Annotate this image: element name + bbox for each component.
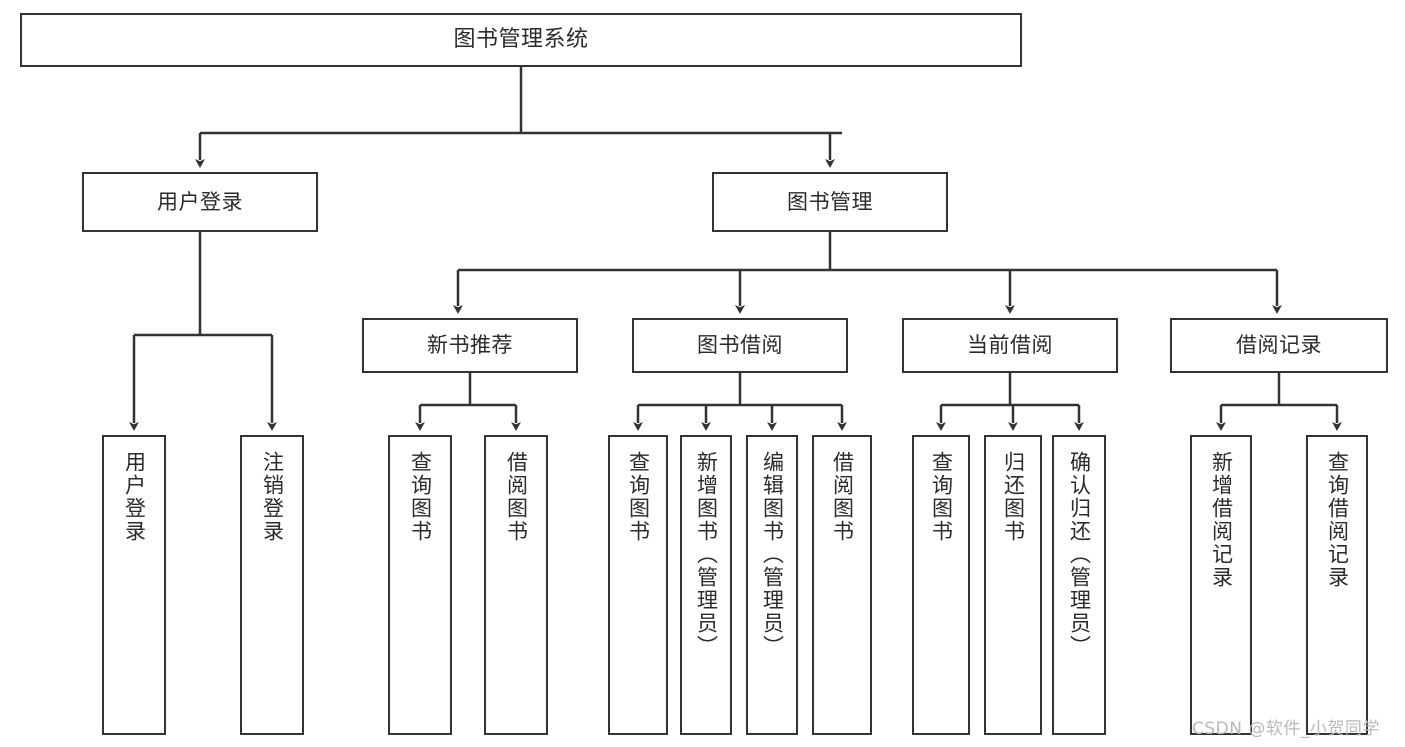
node-new-book-recommend-label: 新书推荐 (427, 333, 513, 358)
node-leaf-search-book-borrow[interactable]: 查询图书 (608, 435, 668, 735)
node-leaf-confirm-return[interactable]: 确认归还（管理员） (1052, 435, 1106, 735)
node-leaf-search-borrow-record[interactable]: 查询借阅记录 (1306, 435, 1368, 735)
node-leaf-borrow-book-recommend[interactable]: 借阅图书 (484, 435, 548, 735)
node-leaf-logout[interactable]: 注销登录 (240, 435, 304, 735)
node-leaf-return-book[interactable]: 归还图书 (984, 435, 1042, 735)
node-book-borrow[interactable]: 图书借阅 (632, 318, 848, 373)
node-book-borrow-label: 图书借阅 (697, 333, 783, 358)
node-borrow-records-label: 借阅记录 (1236, 333, 1322, 358)
node-leaf-edit-book-label: 编辑图书（管理员） (760, 451, 785, 658)
node-leaf-search-book-borrow-label: 查询图书 (626, 451, 651, 543)
node-book-management[interactable]: 图书管理 (712, 172, 948, 232)
node-leaf-search-borrow-record-label: 查询借阅记录 (1325, 451, 1350, 589)
node-leaf-edit-book[interactable]: 编辑图书（管理员） (746, 435, 798, 735)
node-leaf-logout-label: 注销登录 (260, 451, 285, 543)
node-leaf-borrow-book-label: 借阅图书 (830, 451, 855, 543)
node-leaf-user-login-label: 用户登录 (122, 451, 147, 543)
node-leaf-search-book-recommend[interactable]: 查询图书 (388, 435, 452, 735)
node-root[interactable]: 图书管理系统 (20, 13, 1022, 67)
node-leaf-search-book-recommend-label: 查询图书 (408, 451, 433, 543)
node-leaf-return-book-label: 归还图书 (1001, 451, 1026, 543)
node-leaf-search-book-current-label: 查询图书 (929, 451, 954, 543)
node-borrow-records[interactable]: 借阅记录 (1170, 318, 1388, 373)
node-leaf-borrow-book-recommend-label: 借阅图书 (504, 451, 529, 543)
node-leaf-add-borrow-record-label: 新增借阅记录 (1209, 451, 1234, 589)
node-leaf-add-borrow-record[interactable]: 新增借阅记录 (1190, 435, 1252, 735)
node-leaf-search-book-current[interactable]: 查询图书 (912, 435, 970, 735)
node-leaf-confirm-return-label: 确认归还（管理员） (1067, 451, 1092, 658)
node-leaf-add-book-label: 新增图书（管理员） (694, 451, 719, 658)
node-root-label: 图书管理系统 (453, 27, 589, 53)
node-leaf-add-book[interactable]: 新增图书（管理员） (680, 435, 732, 735)
node-user-login-label: 用户登录 (157, 189, 243, 214)
node-leaf-user-login[interactable]: 用户登录 (102, 435, 166, 735)
node-user-login[interactable]: 用户登录 (82, 172, 318, 232)
node-current-borrow[interactable]: 当前借阅 (902, 318, 1118, 373)
node-leaf-borrow-book[interactable]: 借阅图书 (812, 435, 872, 735)
csdn-watermark: CSDN @软件_小贺同学 (1192, 719, 1380, 739)
node-current-borrow-label: 当前借阅 (967, 333, 1053, 358)
node-new-book-recommend[interactable]: 新书推荐 (362, 318, 578, 373)
node-book-management-label: 图书管理 (787, 189, 873, 214)
